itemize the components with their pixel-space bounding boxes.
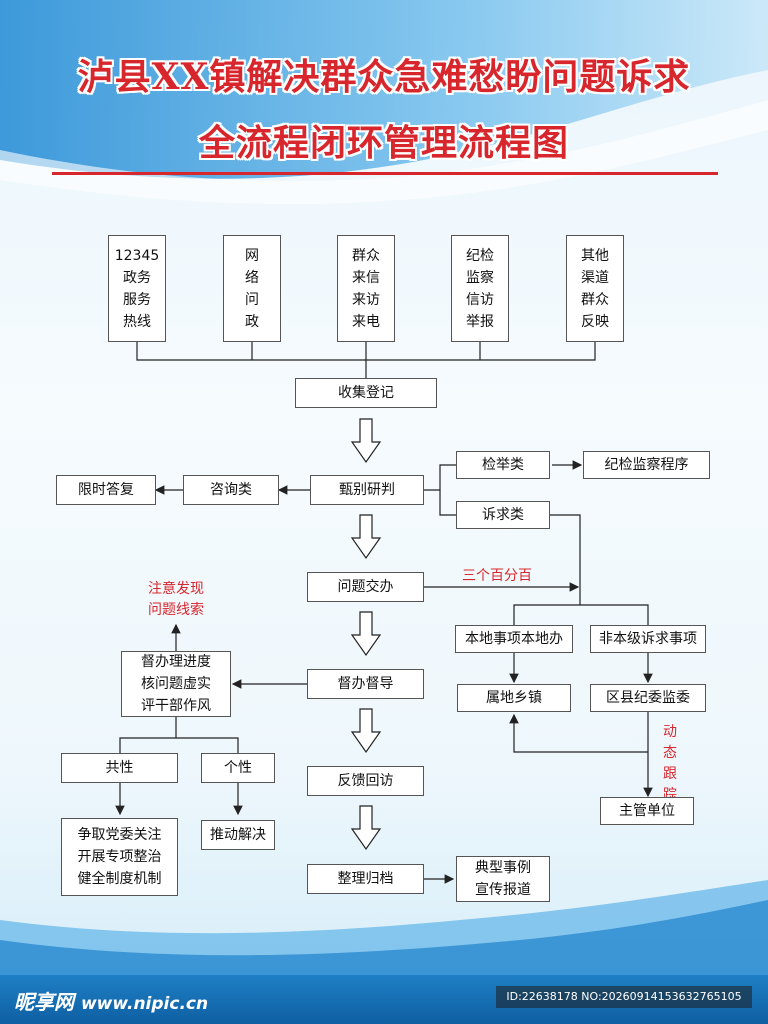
nonlocal-matters-box: 非本级诉求事项 bbox=[590, 625, 706, 653]
report-box: 检举类 bbox=[456, 451, 550, 479]
site-url: www.nipic.cn bbox=[80, 994, 209, 1014]
collect-register-box: 收集登记 bbox=[295, 378, 437, 408]
archive-box: 整理归档 bbox=[307, 864, 424, 894]
site-logo[interactable]: 昵享网 www.nipic.cn bbox=[14, 986, 208, 1015]
town-box: 属地乡镇 bbox=[457, 684, 571, 712]
dynamic-tracking-label: 动 态 跟 踪 bbox=[663, 724, 677, 803]
source-discipline-report: 纪检 监察 信访 举报 bbox=[451, 235, 509, 342]
individual-box: 个性 bbox=[201, 753, 275, 783]
title-divider bbox=[52, 172, 718, 175]
county-discipline-box: 区县纪委监委 bbox=[590, 684, 706, 712]
timely-reply-box: 限时答复 bbox=[56, 475, 156, 505]
appeal-box: 诉求类 bbox=[456, 501, 550, 529]
clue-label: 注意发现 问题线索 bbox=[148, 581, 204, 618]
common-box: 共性 bbox=[61, 753, 178, 783]
source-hotline: 12345 政务 服务 热线 bbox=[108, 235, 166, 342]
title-line-1: 泸县XX镇解决群众急难愁盼问题诉求 bbox=[77, 56, 691, 98]
common-action-box: 争取党委关注 开展专项整治 健全制度机制 bbox=[61, 818, 178, 896]
source-letters-visits: 群众 来信 来访 来电 bbox=[337, 235, 395, 342]
header-wave-background bbox=[0, 0, 768, 205]
individual-action-box: 推动解决 bbox=[201, 820, 275, 850]
consult-box: 咨询类 bbox=[183, 475, 279, 505]
discipline-procedure-box: 纪检监察程序 bbox=[583, 451, 710, 479]
authority-box: 主管单位 bbox=[600, 797, 694, 825]
three-percent-label: 三个百分百 bbox=[462, 568, 532, 584]
source-other-channels: 其他 渠道 群众 反映 bbox=[566, 235, 624, 342]
logo-text: 昵享网 bbox=[14, 990, 74, 1014]
source-online-politics: 网 络 问 政 bbox=[223, 235, 281, 342]
footer-wave-background bbox=[0, 880, 768, 980]
feedback-box: 反馈回访 bbox=[307, 766, 424, 796]
supervise-detail-box: 督办理进度 核问题虚实 评干部作风 bbox=[121, 651, 231, 717]
assign-box: 问题交办 bbox=[307, 572, 424, 602]
typical-case-box: 典型事例 宣传报道 bbox=[456, 856, 550, 902]
image-watermark: ID:22638178 NO:20260914153632765105 bbox=[496, 986, 752, 1008]
supervise-box: 督办督导 bbox=[307, 669, 424, 699]
screen-judge-box: 甄别研判 bbox=[310, 475, 424, 505]
local-matters-box: 本地事项本地办 bbox=[455, 625, 573, 653]
title-line-2: 全流程闭环管理流程图 bbox=[198, 122, 569, 164]
